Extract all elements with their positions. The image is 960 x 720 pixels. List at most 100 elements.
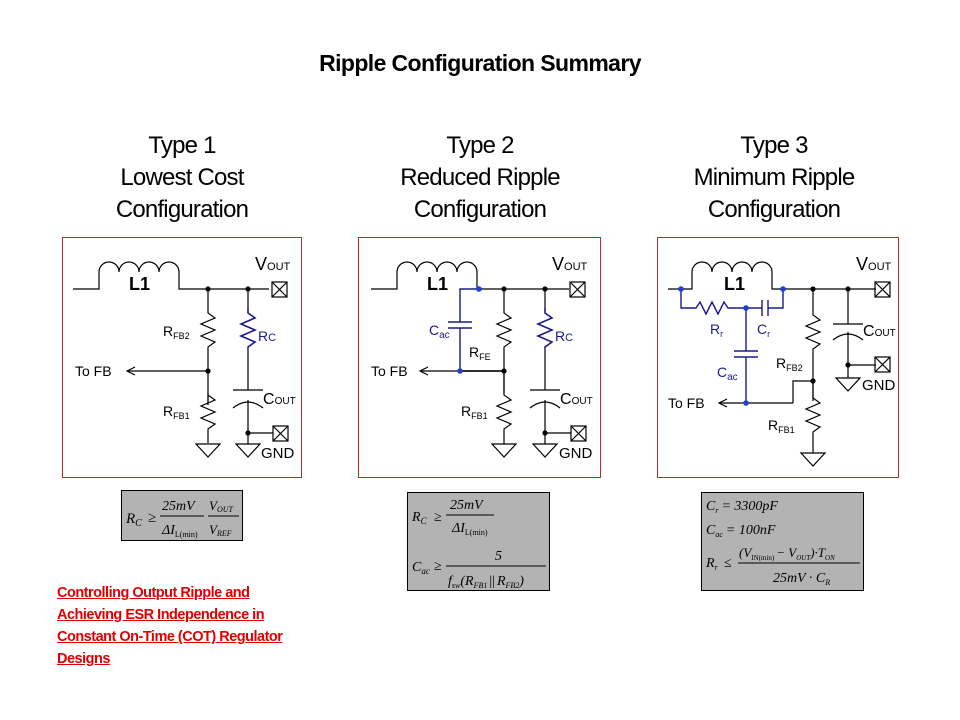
formula-line2-denominator: fsw(RFB1||RFB2) <box>448 574 524 590</box>
label-to-fb: To FB <box>371 363 408 379</box>
vout-terminal <box>569 281 586 298</box>
label-l1: L1 <box>724 274 745 294</box>
ground-symbol <box>194 443 222 458</box>
label-rfb2: RFE <box>469 344 491 362</box>
inductor-l1 <box>371 261 569 290</box>
reference-link[interactable]: Controlling Output Ripple and Achieving … <box>57 585 283 667</box>
formula-line3-lhs: Rr <box>705 556 719 572</box>
vout-terminal <box>271 281 288 298</box>
config-name-line1: Lowest Cost <box>120 164 244 191</box>
label-gnd: GND <box>261 445 295 462</box>
formula-line2-lhs: Cac <box>412 560 430 576</box>
label-rc: RC <box>555 328 573 344</box>
formula-relation: ≥ <box>148 510 156 526</box>
to-fb-arrowhead <box>125 366 136 376</box>
type-label: Type 3 <box>740 132 808 159</box>
to-fb-arrowhead <box>717 398 728 408</box>
label-l1: L1 <box>129 274 150 294</box>
resistor-rr <box>680 289 760 316</box>
ground-symbol <box>490 443 518 458</box>
label-rfb1: RFB1 <box>163 403 190 421</box>
vout-terminal <box>874 281 891 298</box>
label-to-fb: To FB <box>668 395 705 411</box>
gnd-terminal <box>874 356 891 373</box>
schematic-type3-svg: L1 VOUT Rr Cr Cac COUT RFB2 GND To FB RF… <box>668 254 896 467</box>
formula-type3-svg: Cr= 3300pF Cac= 100nF Rr ≤ (VIN(min)− VO… <box>705 499 860 587</box>
capacitor-cac <box>734 350 758 358</box>
label-cac: Cac <box>429 322 450 341</box>
gnd-terminal <box>570 425 587 442</box>
formula-denominator-1: ΔIL(min) <box>161 523 198 539</box>
formula-line3-numerator: (VIN(min)− VOUT)·TON <box>739 545 835 562</box>
label-to-fb: To FB <box>75 363 112 379</box>
resistor-rfb2 <box>199 289 217 405</box>
formula-line1: Cr= 3300pF <box>706 499 778 515</box>
label-rfb2: RFB2 <box>163 323 190 341</box>
page-title: Ripple Configuration Summary <box>319 50 641 76</box>
label-vout: VOUT <box>255 254 291 274</box>
schematic-type3: L1 VOUT Rr Cr Cac COUT RFB2 GND To FB RF… <box>657 237 899 478</box>
formula-line3-relation: ≤ <box>724 556 732 571</box>
formula-line1-numerator: 25mV <box>450 498 484 513</box>
label-cr: Cr <box>757 321 770 339</box>
to-fb-arrowhead <box>418 366 429 376</box>
inductor-l1 <box>73 261 269 290</box>
ground-symbol <box>531 443 559 458</box>
label-rfb1: RFB1 <box>461 403 488 421</box>
resistor-rc <box>238 308 258 348</box>
formula-line2-relation: ≥ <box>434 559 442 574</box>
label-cout: COUT <box>263 391 296 408</box>
resistor-rfb1 <box>495 371 513 444</box>
formula-numerator-1: 25mV <box>162 499 196 514</box>
label-rfb2: RFB2 <box>776 355 803 373</box>
resistor-rfb1 <box>804 381 822 453</box>
label-rfb1: RFB1 <box>768 417 795 435</box>
column-heading-type1: Type 1 Lowest Cost Configuration <box>32 130 332 226</box>
type-label: Type 1 <box>148 132 216 159</box>
formula-denominator-2: VREF <box>209 522 232 538</box>
ground-symbol <box>234 443 262 458</box>
label-gnd: GND <box>862 377 896 394</box>
formula-type2-svg: RC ≥ 25mV ΔIL(min) Cac ≥ 5 fsw(RFB1||RFB… <box>411 498 546 590</box>
column-heading-type3: Type 3 Minimum Ripple Configuration <box>624 130 924 226</box>
gnd-terminal <box>272 425 289 442</box>
formula-line2-numerator: 5 <box>495 549 502 564</box>
label-cac: Cac <box>717 364 738 383</box>
schematic-type2: L1 VOUT Cac RFE RC To FB RFB1 COUT GND <box>358 237 601 478</box>
formula-type2: RC ≥ 25mV ΔIL(min) Cac ≥ 5 fsw(RFB1||RFB… <box>407 492 550 591</box>
config-name-line2: Configuration <box>413 196 547 223</box>
config-name-line2: Configuration <box>707 196 841 223</box>
resistor-rc <box>535 308 555 348</box>
formula-line1-denominator: ΔIL(min) <box>451 521 488 537</box>
resistor-rfb1 <box>199 393 217 443</box>
config-name-line2: Configuration <box>115 196 249 223</box>
capacitor-cac <box>448 321 472 329</box>
label-vout: VOUT <box>856 254 892 274</box>
ground-symbol <box>799 452 827 467</box>
label-rc: RC <box>258 328 276 344</box>
resistor-rfb2 <box>495 289 513 393</box>
formula-line3-denominator: 25mV · CR <box>773 571 830 587</box>
config-name-line1: Minimum Ripple <box>693 164 856 191</box>
inductor-l1 <box>668 261 876 290</box>
schematic-type1: L1 VOUT RFB2 RC To FB RFB1 COUT GND <box>62 237 302 478</box>
config-name-line1: Reduced Ripple <box>400 164 560 191</box>
ground-symbol <box>834 377 862 392</box>
schematic-type1-svg: L1 VOUT RFB2 RC To FB RFB1 COUT GND <box>73 254 296 462</box>
label-rr: Rr <box>710 321 723 339</box>
label-l1: L1 <box>427 274 448 294</box>
formula-type3: Cr= 3300pF Cac= 100nF Rr ≤ (VIN(min)− VO… <box>701 492 864 591</box>
schematic-type2-svg: L1 VOUT Cac RFE RC To FB RFB1 COUT GND <box>371 254 593 462</box>
formula-type1-svg: RC ≥ 25mV ΔIL(min) VOUT VREF <box>125 498 239 539</box>
label-vout: VOUT <box>552 254 588 274</box>
formula-line1-lhs: RC <box>411 510 428 526</box>
formula-type1: RC ≥ 25mV ΔIL(min) VOUT VREF <box>121 490 243 541</box>
formula-numerator-2: VOUT <box>209 498 234 514</box>
formula-line1-relation: ≥ <box>434 510 442 525</box>
type-label: Type 2 <box>446 132 514 159</box>
column-heading-type2: Type 2 Reduced Ripple Configuration <box>330 130 630 226</box>
formula-lhs: RC <box>125 511 142 529</box>
label-gnd: GND <box>559 445 593 462</box>
formula-line2: Cac= 100nF <box>706 523 776 539</box>
capacitor-cr <box>760 289 784 316</box>
